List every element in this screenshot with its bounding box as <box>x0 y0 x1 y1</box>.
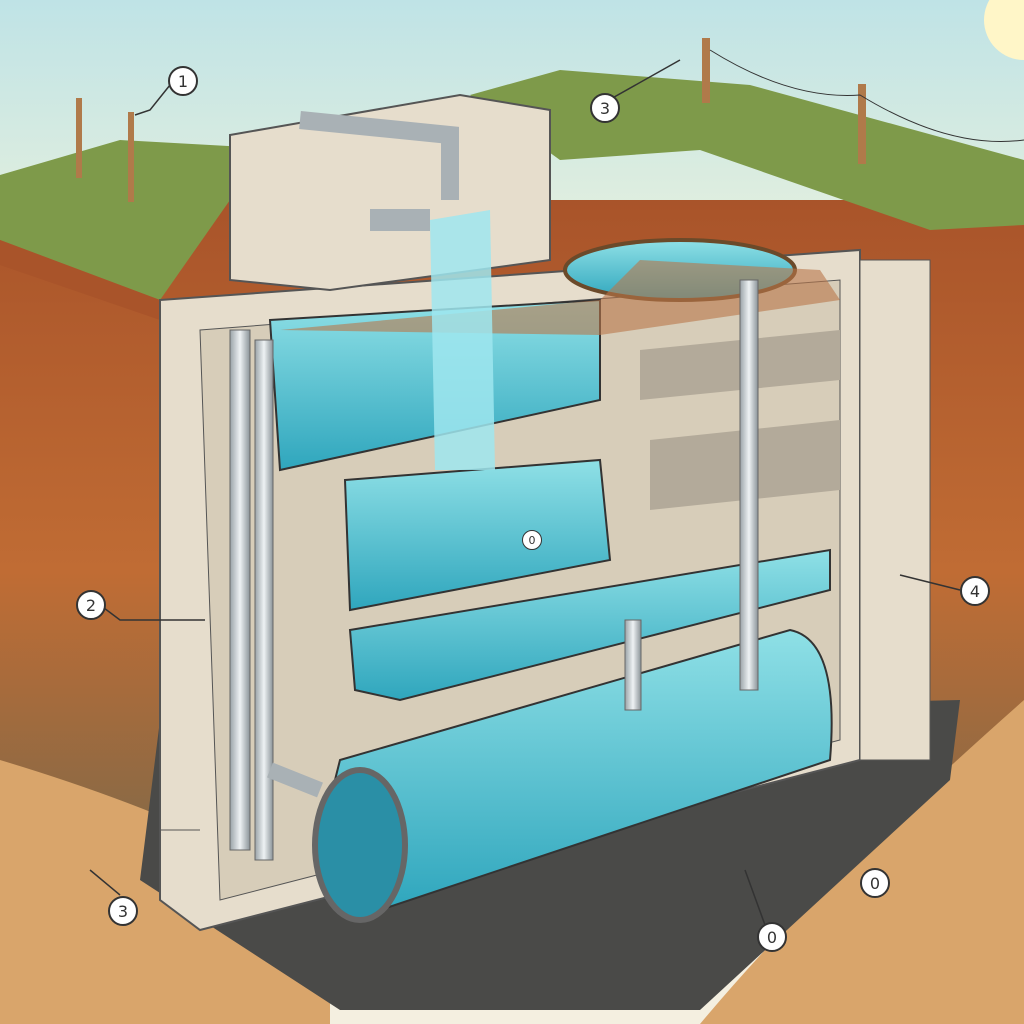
callout-3-bottom: 3 <box>108 896 138 926</box>
filter-tanks <box>268 210 840 923</box>
utility-poles <box>76 38 1024 202</box>
callout-4: 4 <box>960 576 990 606</box>
callout-1: 1 <box>168 66 198 96</box>
callout-0-bottom: 0 <box>757 922 787 952</box>
callout-0-right: 0 <box>860 868 890 898</box>
pipes <box>229 111 759 861</box>
callout-0-tank: 0 <box>522 530 542 550</box>
callout-3-top: 3 <box>590 93 620 123</box>
callout-2: 2 <box>76 590 106 620</box>
